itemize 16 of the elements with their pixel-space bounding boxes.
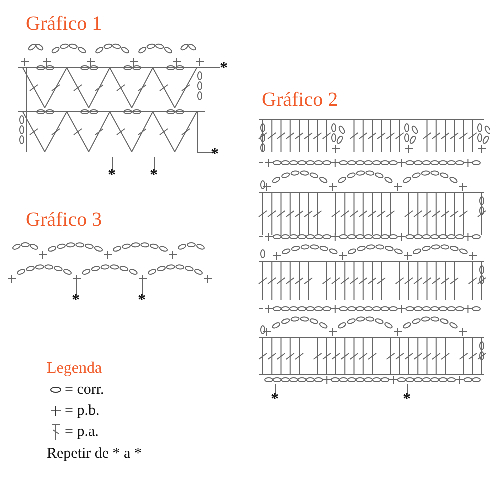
chart-title: Gráfico 3 [26, 210, 102, 230]
legend-text: = p.a. [65, 425, 99, 440]
asterisk: * [72, 293, 80, 309]
asterisk: * [150, 168, 158, 184]
legend-title: Legenda [47, 361, 102, 377]
asterisk: * [138, 293, 146, 309]
chart-title: Gráfico 1 [26, 14, 102, 34]
asterisk: * [108, 168, 116, 184]
asterisk: * [271, 392, 279, 408]
chart-title: Gráfico 2 [262, 90, 338, 110]
note: Repetir de * a * [47, 447, 142, 462]
asterisk: * [220, 61, 228, 77]
legend-text: = corr. [65, 383, 104, 398]
asterisk: * [211, 147, 219, 163]
legend-text: = p.b. [65, 404, 100, 419]
asterisk: * [403, 392, 411, 408]
